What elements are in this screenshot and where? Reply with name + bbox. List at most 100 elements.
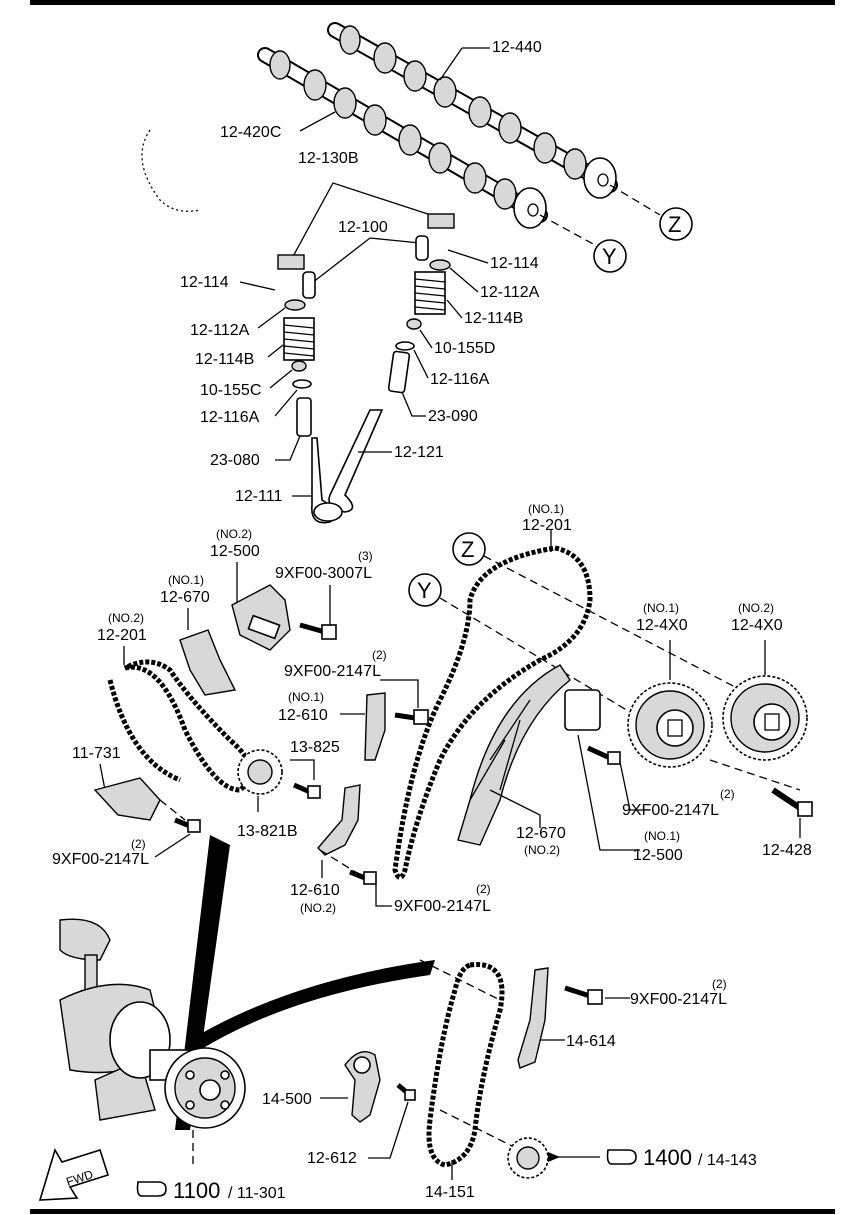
bolt-9xf00-2147l-b: [174, 817, 201, 833]
ref-circle-y-mid: [408, 573, 442, 607]
label-12-112a-left: 12-112A: [190, 322, 250, 339]
bolt-12-428: [771, 787, 813, 817]
label-14-500: 14-500: [262, 1091, 312, 1108]
hand-pointer-icon: [136, 1181, 167, 1197]
valve-guide-right: [387, 350, 411, 394]
label-14-614: 14-614: [566, 1033, 616, 1050]
label-ref-11-301: / 11-301: [228, 1185, 286, 1202]
label-12-4x0-no2: 12-4X0: [731, 617, 783, 634]
label-no2-sprocket: (NO.2): [738, 601, 774, 615]
label-12-116a-left: 12-116A: [200, 409, 260, 426]
hand-pointer-icon: [606, 1149, 637, 1165]
exhaust-camshaft: [327, 22, 618, 199]
valve-spring-right: [414, 271, 446, 315]
bolt-9xf00-2147l-a: [394, 709, 429, 725]
label-12-121: 12-121: [394, 444, 444, 461]
lash-adjuster-right: [415, 235, 429, 261]
label-12-670-lower: 12-670: [516, 825, 566, 842]
label-no2-guide: (NO.2): [524, 843, 560, 857]
label-12-100: 12-100: [338, 219, 388, 236]
label-qty2-a: (2): [372, 648, 387, 662]
label-no1-chain: (NO.1): [528, 502, 564, 516]
label-12-201-no1: 12-201: [522, 517, 572, 534]
intake-camshaft: [257, 47, 548, 229]
chain-tensioner-no1: [564, 689, 601, 731]
intake-valve: [311, 437, 343, 524]
chain-guide-no1-small: [179, 629, 237, 696]
chain-guide-no1: [457, 664, 571, 846]
oil-pump-sprocket-14-143: [507, 1137, 549, 1179]
label-qty2-e: (2): [712, 977, 727, 991]
timing-chain-no1: [392, 545, 593, 880]
label-no2-chain: (NO.2): [108, 611, 144, 625]
label-12-130b: 12-130B: [298, 150, 359, 167]
bolt-9xf00-3007l: [299, 622, 337, 640]
label-no1-guide-upper: (NO.1): [168, 573, 204, 587]
chain-guide-12-610-no1: [364, 692, 386, 761]
bolt-9xf00-2147l-e: [564, 985, 603, 1005]
label-12-612: 12-612: [307, 1150, 357, 1167]
timing-chain-14-151: [426, 962, 505, 1168]
label-9xf00-2147l-c: 9XF00-2147L: [622, 802, 719, 819]
label-9xf00-3007l: 9XF00-3007L: [275, 565, 372, 582]
label-10-155c: 10-155C: [200, 382, 261, 399]
chain-tensioner-14-500: [344, 1051, 381, 1123]
label-12-440: 12-440: [492, 39, 542, 56]
label-11-731: 11-731: [72, 745, 121, 762]
label-9xf00-2147l-d: 9XF00-2147L: [394, 898, 491, 915]
bolt-12-612: [396, 1083, 416, 1101]
label-12-428: 12-428: [762, 842, 812, 859]
chain-guide-12-610-no2: [317, 784, 361, 856]
valve-guide-left: [296, 397, 312, 437]
top-border: [30, 0, 835, 5]
label-12-610-no2: 12-610: [290, 882, 340, 899]
ref-circle-y-top: [593, 239, 627, 273]
transfer-arrow-right: [190, 960, 435, 1050]
label-qty2-d: (2): [476, 882, 491, 896]
vvt-sprocket-no1: [627, 682, 713, 768]
label-10-155d: 10-155D: [434, 340, 495, 357]
label-y-mid: Y: [417, 578, 432, 603]
label-12-114b-left: 12-114B: [195, 351, 254, 368]
label-9xf00-2147l-a: 9XF00-2147L: [284, 663, 381, 680]
lash-adjuster-left: [302, 271, 316, 299]
label-12-610-no1: 12-610: [278, 707, 328, 724]
label-13-821b: 13-821B: [237, 823, 298, 840]
label-12-420c: 12-420C: [220, 124, 281, 141]
chain-guide-14-614: [517, 967, 549, 1069]
label-ref-1100[interactable]: 1100: [173, 1178, 220, 1203]
label-qty2-c: (2): [720, 787, 735, 801]
label-12-112a-right: 12-112A: [480, 284, 540, 301]
label-z-mid: Z: [461, 537, 474, 562]
exhaust-valve: [328, 409, 384, 513]
bottom-border: [30, 1209, 835, 1214]
label-12-500-no2: 12-500: [210, 543, 260, 560]
label-12-4x0-no1: 12-4X0: [636, 617, 688, 634]
label-23-080: 23-080: [210, 452, 260, 469]
ref-circle-z-mid: [452, 532, 486, 566]
label-qty3: (3): [358, 549, 373, 563]
label-12-116a-right: 12-116A: [430, 371, 490, 388]
label-12-500-no1: 12-500: [633, 847, 683, 864]
ref-circle-z-top: [659, 207, 693, 241]
label-12-670-upper: 12-670: [160, 589, 210, 606]
label-12-111: 12-111: [235, 488, 283, 505]
label-no2-tensioner-upper: (NO.2): [216, 527, 252, 541]
sprocket-13-821b: [237, 749, 283, 795]
bracket-11-731: [93, 777, 161, 821]
label-no1-sprocket: (NO.1): [643, 601, 679, 615]
label-z-top: Z: [668, 212, 681, 237]
label-y-top: Y: [602, 244, 617, 269]
label-ref-1400[interactable]: 1400: [643, 1145, 692, 1170]
vvt-sprocket-no2: [722, 675, 808, 761]
label-9xf00-2147l-e: 9XF00-2147L: [630, 991, 727, 1008]
bolt-13-825: [292, 782, 321, 799]
label-no1-tensioner: (NO.1): [644, 829, 680, 843]
timing-chain-no2: [123, 659, 253, 793]
rocker-arm-right: [427, 213, 455, 229]
bolt-9xf00-2147l-tensioner: [586, 745, 621, 765]
fwd-arrow-icon: FWD: [38, 1148, 110, 1201]
valve-spring-left: [283, 317, 315, 361]
label-no2-guide-lower: (NO.2): [300, 901, 336, 915]
